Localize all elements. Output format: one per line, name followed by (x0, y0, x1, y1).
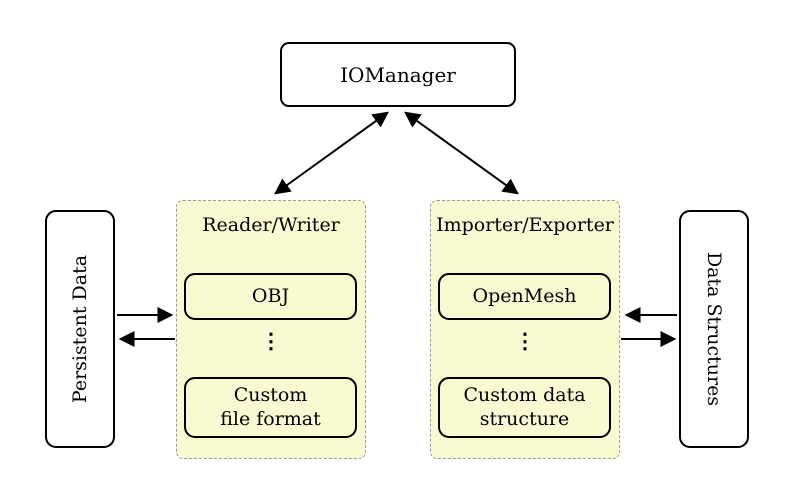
custom-file-format-box: Custom file format (184, 377, 357, 438)
importer-exporter-ellipsis: ⋮ (514, 328, 536, 353)
reader-writer-label: Reader/Writer (202, 214, 340, 236)
iomanager-box: IOManager (280, 42, 516, 107)
persistent-data-box: Persistent Data (45, 210, 115, 448)
obj-box: OBJ (184, 273, 357, 320)
custom-file-format-line2: file format (220, 407, 321, 430)
obj-label: OBJ (251, 284, 290, 307)
custom-file-format-line1: Custom (233, 383, 308, 406)
data-structures-box: Data Structures (679, 210, 749, 448)
custom-data-structure-box: Custom data structure (438, 377, 611, 438)
reader-writer-group: Reader/Writer OBJ ⋮ Custom file format (176, 200, 366, 459)
arrow-iomanager-importerexporter (404, 111, 519, 195)
iomanager-label: IOManager (340, 62, 456, 87)
data-structures-label: Data Structures (703, 251, 725, 407)
reader-writer-ellipsis: ⋮ (260, 328, 282, 353)
custom-data-structure-line1: Custom data (463, 383, 586, 406)
persistent-data-label: Persistent Data (69, 254, 91, 404)
arrow-iomanager-readerwriter (274, 111, 389, 195)
importer-exporter-label: Importer/Exporter (436, 214, 614, 236)
openmesh-label: OpenMesh (472, 284, 577, 307)
custom-data-structure-line2: structure (479, 407, 570, 430)
openmesh-box: OpenMesh (438, 273, 611, 320)
importer-exporter-group: Importer/Exporter OpenMesh ⋮ Custom data… (430, 200, 620, 459)
